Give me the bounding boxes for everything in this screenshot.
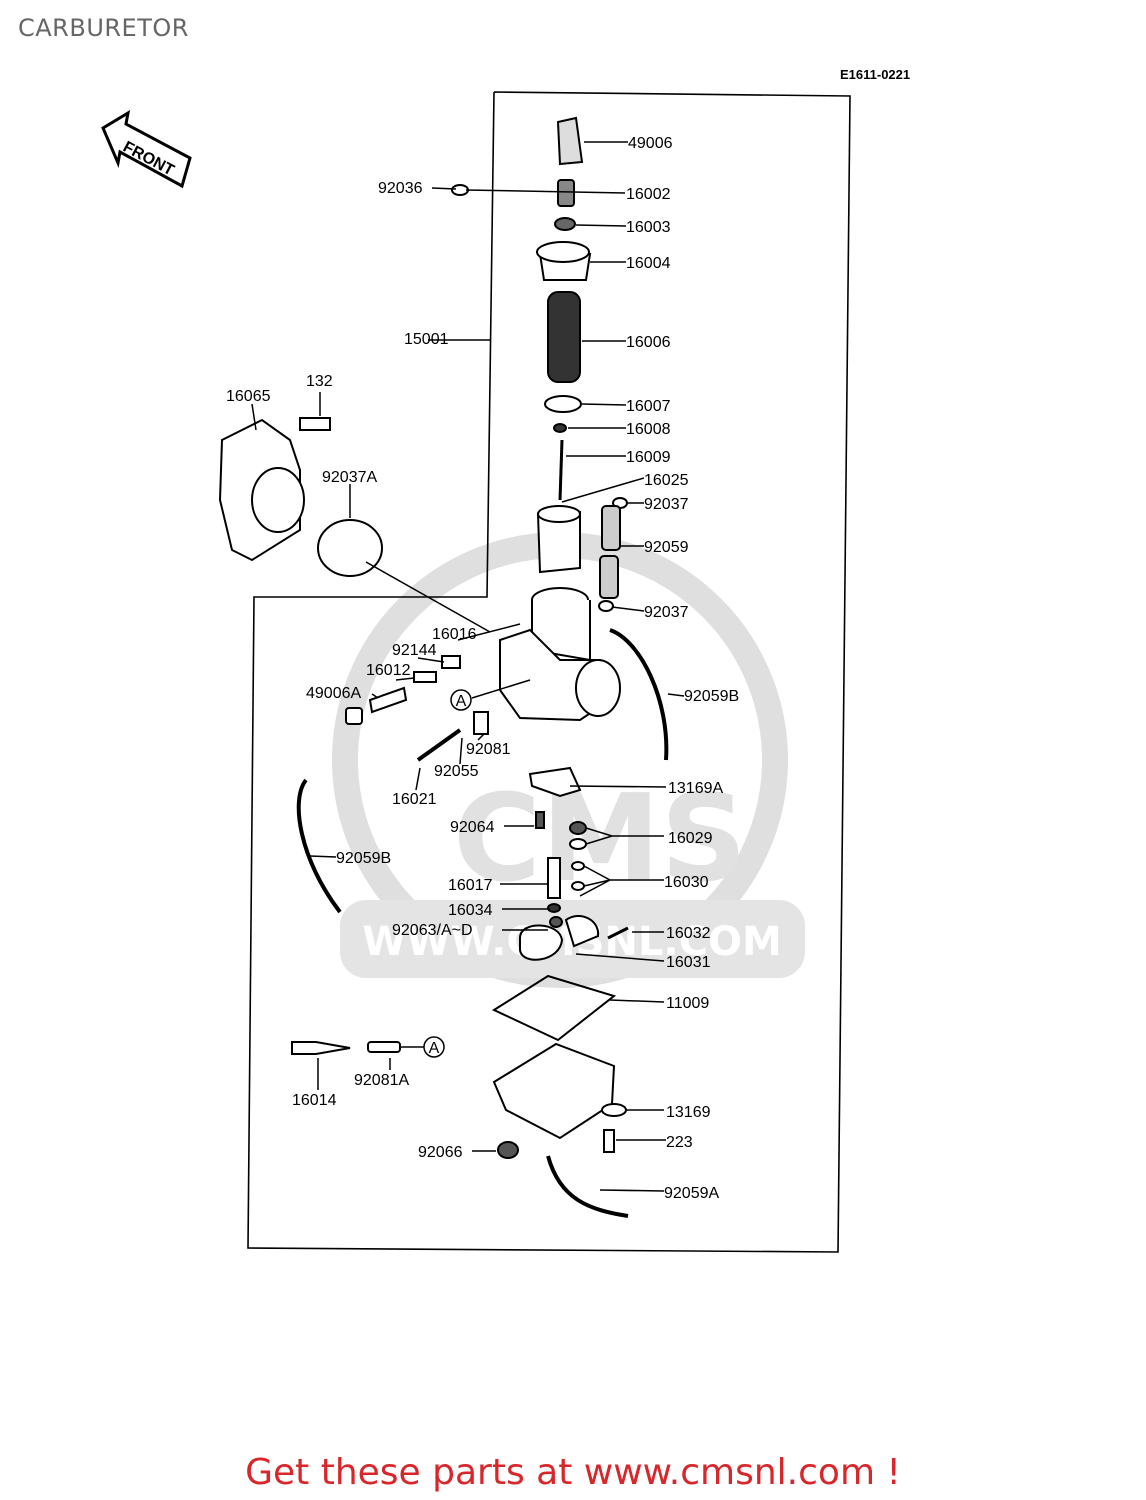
diagram-code: E1611-0221 <box>840 67 910 82</box>
assembly-boundary <box>247 91 851 1253</box>
part-label-13169a: 13169A <box>668 780 723 797</box>
part-label-16029: 16029 <box>668 830 713 847</box>
part-label-16031: 16031 <box>666 954 711 971</box>
part-label-16003: 16003 <box>626 219 671 236</box>
part-label-16008: 16008 <box>626 421 671 438</box>
part-label-16016: 16016 <box>432 626 477 643</box>
part-label-92036: 92036 <box>378 180 423 197</box>
part-label-16012: 16012 <box>366 662 411 679</box>
ref-marker-a-lower: A <box>423 1036 445 1058</box>
part-label-92055: 92055 <box>434 763 479 780</box>
part-label-13169: 13169 <box>666 1104 711 1121</box>
part-label-92063: 92063/A~D <box>392 922 473 939</box>
part-label-132: 132 <box>306 373 333 390</box>
part-label-92064: 92064 <box>450 819 495 836</box>
part-label-16030: 16030 <box>664 874 709 891</box>
part-label-16014: 16014 <box>292 1092 337 1109</box>
part-label-16034: 16034 <box>448 902 493 919</box>
svg-text:A: A <box>456 693 467 710</box>
part-label-16021: 16021 <box>392 791 437 808</box>
part-label-92059: 92059 <box>644 539 689 556</box>
part-label-92081a: 92081A <box>354 1072 409 1089</box>
part-label-223: 223 <box>666 1134 693 1151</box>
carburetor-exploded-diagram: CMS WWW.CMSNL.COM E1611-0221 FRONT <box>101 67 910 1253</box>
part-drawings <box>218 116 669 1218</box>
part-label-92037-top: 92037 <box>644 496 689 513</box>
part-label-16025: 16025 <box>644 472 689 489</box>
front-arrow-icon: FRONT <box>101 110 192 189</box>
part-label-92037a: 92037A <box>322 469 377 486</box>
part-label-16007: 16007 <box>626 398 671 415</box>
part-label-15001: 15001 <box>404 331 449 348</box>
ref-marker-a-upper: A <box>450 689 472 711</box>
part-label-92081: 92081 <box>466 741 511 758</box>
part-label-16065: 16065 <box>226 388 271 405</box>
part-label-11009: 11009 <box>666 995 709 1012</box>
part-label-16002: 16002 <box>626 186 671 203</box>
part-labels: 49006 92036 16002 16003 16004 15001 1600… <box>226 135 739 1202</box>
part-label-49006a: 49006A <box>306 685 361 702</box>
part-label-49006: 49006 <box>628 135 673 152</box>
svg-text:A: A <box>429 1040 440 1057</box>
part-label-16009: 16009 <box>626 449 671 466</box>
part-label-16006: 16006 <box>626 334 671 351</box>
part-label-92144: 92144 <box>392 642 437 659</box>
leader-lines <box>251 141 685 1192</box>
part-label-16017: 16017 <box>448 877 493 894</box>
part-label-92059b-right: 92059B <box>684 688 739 705</box>
part-label-16004: 16004 <box>626 255 671 272</box>
part-label-92066: 92066 <box>418 1144 463 1161</box>
part-label-92037-bottom: 92037 <box>644 604 689 621</box>
part-label-16032: 16032 <box>666 925 711 942</box>
part-label-92059b-left: 92059B <box>336 850 391 867</box>
part-label-92059a: 92059A <box>664 1185 719 1202</box>
page-title: CARBURETOR <box>18 14 189 42</box>
footer-cta-link[interactable]: Get these parts at www.cmsnl.com ! <box>245 1452 901 1493</box>
